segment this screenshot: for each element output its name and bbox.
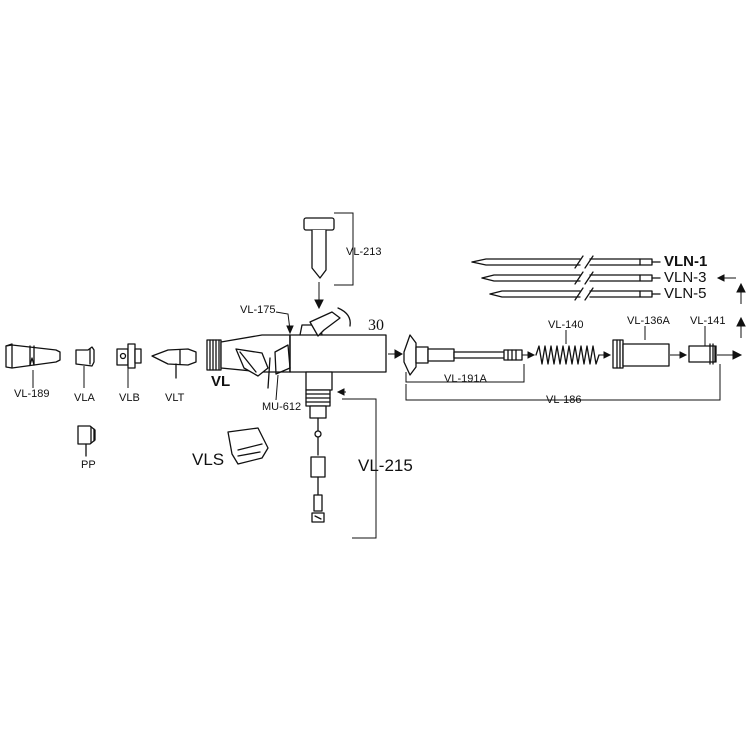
label-mu612: MU-612 [262, 401, 302, 413]
label-vl213: VL-213 [346, 246, 382, 258]
leader-lines [33, 213, 745, 538]
vl141-part [689, 344, 716, 364]
vl136a-part [613, 340, 669, 368]
label-pp: PP [81, 459, 96, 471]
vls-part [228, 428, 268, 464]
label-vl215: VL-215 [358, 456, 413, 475]
vl140-spring [536, 346, 599, 364]
vl191a-part [404, 335, 522, 375]
vlb-part [117, 344, 141, 368]
pp-part [78, 426, 95, 456]
label-vl175: VL-175 [240, 304, 276, 316]
label-vlb: VLB [119, 392, 140, 404]
label-30: 30 [368, 317, 384, 334]
label-vls: VLS [192, 450, 225, 469]
vln-needles [472, 256, 660, 300]
label-vl140: VL-140 [548, 319, 584, 331]
vl189-part [6, 344, 60, 368]
label-vln1: VLN-1 [664, 253, 708, 270]
label-vl141: VL-141 [690, 315, 726, 327]
vl213-trigger [304, 218, 334, 278]
label-vl191a: VL-191A [444, 373, 487, 385]
label-vln3: VLN-3 [664, 269, 707, 286]
vla-part [76, 347, 94, 366]
label-vl: VL [211, 373, 231, 390]
trigger-lever [310, 308, 350, 336]
vlt-part [152, 349, 196, 378]
label-vla: VLA [74, 392, 95, 404]
label-vl186: VL-186 [546, 394, 582, 406]
airbrush-body [207, 325, 386, 390]
label-vln5: VLN-5 [664, 285, 707, 302]
label-vl189: VL-189 [14, 388, 50, 400]
label-vlt: VLT [165, 392, 185, 404]
vl215-valve-assembly [306, 390, 330, 522]
label-vl136a: VL-136A [627, 315, 670, 327]
